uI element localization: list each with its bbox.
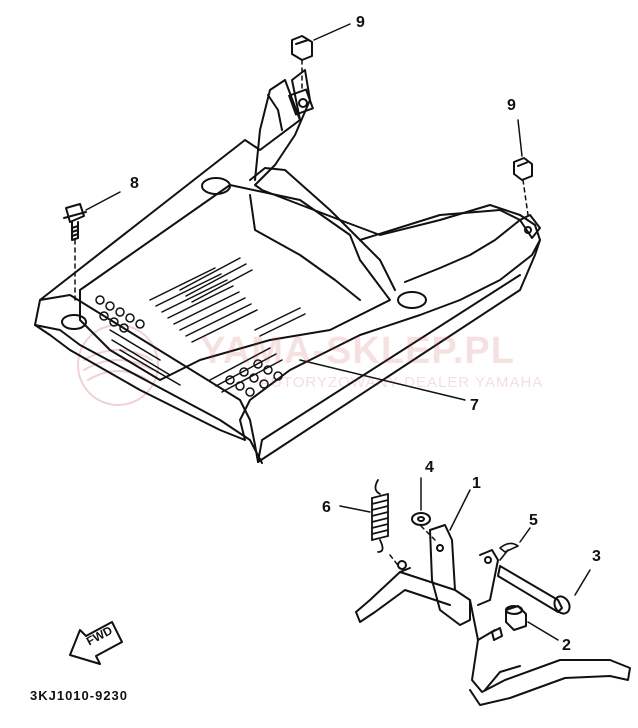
pivot-shaft-part-3 bbox=[497, 565, 591, 615]
label-part-7: 7 bbox=[470, 397, 479, 414]
watermark-text: YAMA-SKLEP.PL bbox=[200, 330, 515, 372]
washer-part-4 bbox=[411, 477, 436, 541]
label-part-4: 4 bbox=[425, 459, 434, 476]
label-part-3: 3 bbox=[592, 548, 601, 565]
spring-part-6 bbox=[339, 479, 401, 569]
watermark-subtext: AUTORYZOWANY DEALER YAMAHA bbox=[260, 374, 544, 391]
clip-part-9-right bbox=[513, 119, 533, 216]
label-part-5: 5 bbox=[529, 512, 538, 529]
rubber-bumps bbox=[95, 295, 283, 397]
leader-part-7 bbox=[299, 359, 466, 401]
label-part-8: 8 bbox=[130, 175, 139, 192]
label-part-9-right: 9 bbox=[507, 97, 516, 114]
collar-part-2 bbox=[505, 605, 559, 641]
label-part-6: 6 bbox=[322, 499, 331, 516]
clip-part-9-upper bbox=[291, 23, 351, 91]
label-part-1: 1 bbox=[472, 475, 481, 492]
bolt-part-8 bbox=[63, 191, 121, 301]
catalog-code: 3KJ1010-9230 bbox=[30, 688, 129, 703]
cotter-pin-part-5 bbox=[499, 527, 531, 561]
footboard-cover-part-7 bbox=[34, 69, 541, 464]
floor-ribs bbox=[109, 257, 306, 393]
main-stand-part-1 bbox=[355, 489, 631, 706]
label-part-9-upper: 9 bbox=[356, 14, 365, 31]
label-part-2: 2 bbox=[562, 637, 571, 654]
fwd-arrow-icon bbox=[69, 621, 123, 665]
